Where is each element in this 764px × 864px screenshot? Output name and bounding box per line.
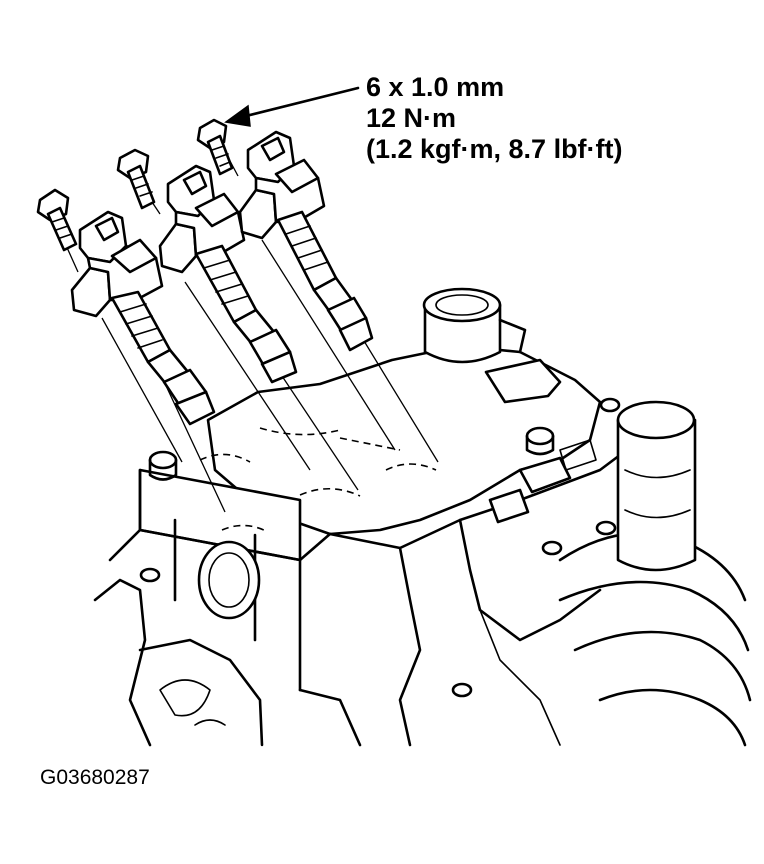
bolt-left [36, 188, 78, 252]
callout-arrow [224, 86, 360, 127]
torque-nm-label: 12 N·m [366, 103, 457, 133]
ignition-coil-2 [158, 164, 298, 384]
engine-cylinder-head [93, 287, 752, 747]
bolt-right [196, 118, 234, 176]
ignition-coil-3 [238, 130, 374, 352]
torque-conversion-label: (1.2 kgf·m, 8.7 lbf·ft) [366, 134, 623, 164]
ignition-coil-1 [70, 210, 216, 426]
bolt-middle [116, 148, 156, 210]
torque-callout: 6 x 1.0 mm 12 N·m (1.2 kgf·m, 8.7 lbf·ft… [366, 72, 623, 165]
bolt-size-label: 6 x 1.0 mm [366, 72, 505, 102]
figure-id: G03680287 [40, 766, 150, 789]
